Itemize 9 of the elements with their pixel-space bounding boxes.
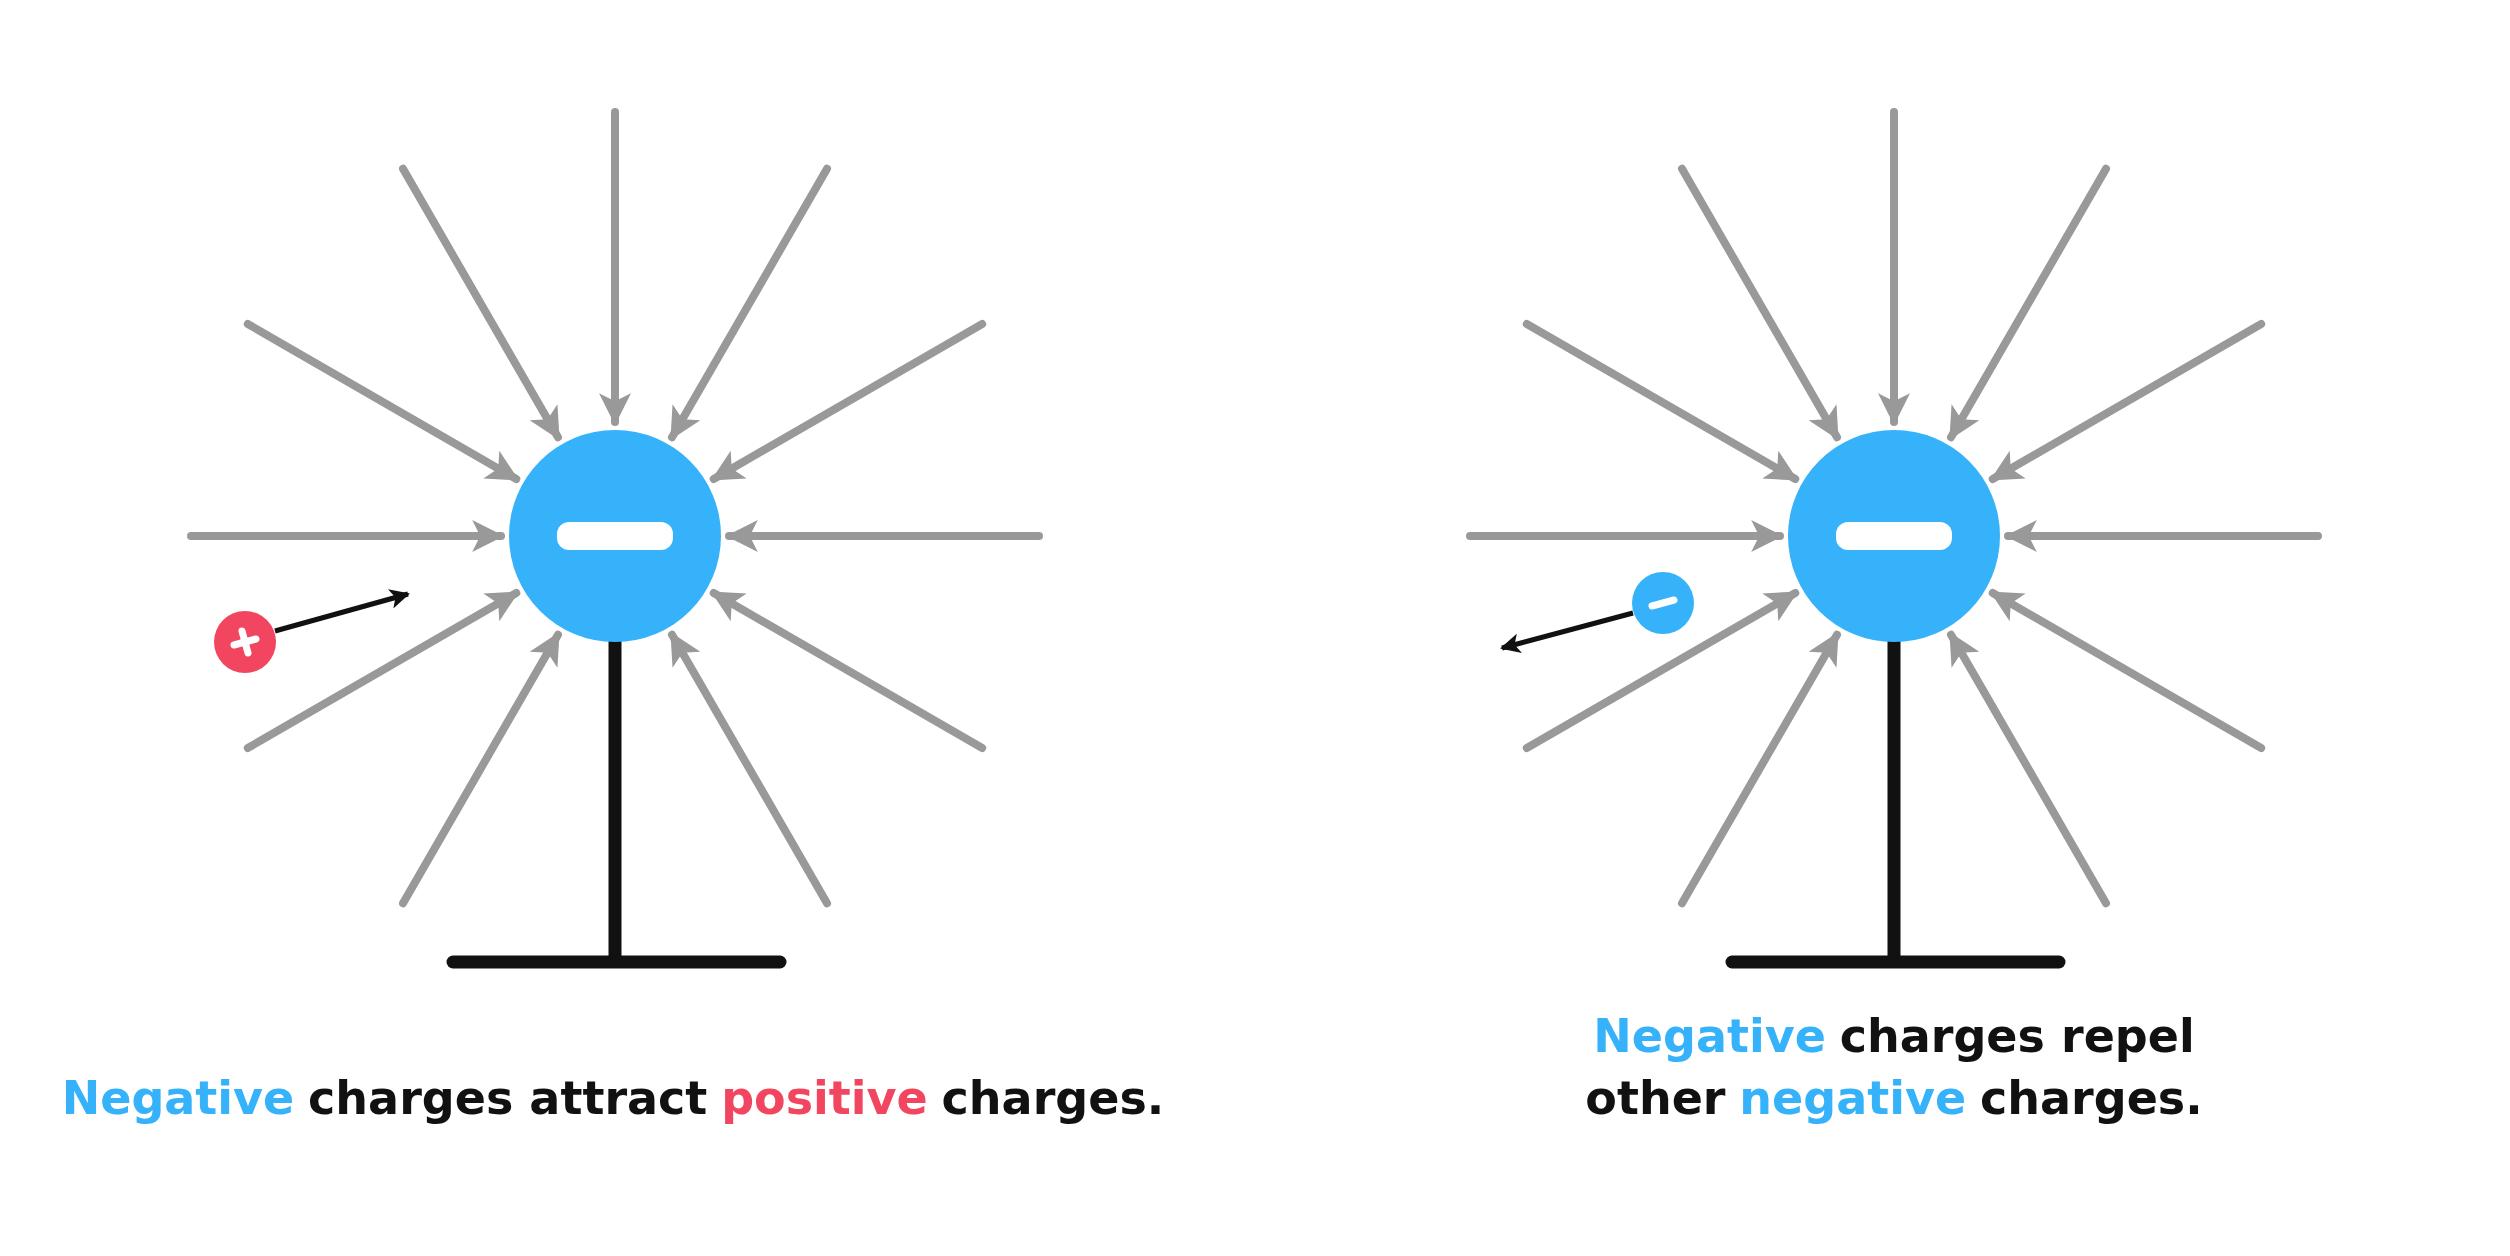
caption-text: other (1585, 1071, 1726, 1125)
caption-text: charges attract (308, 1071, 708, 1125)
caption-text: positive (721, 1071, 928, 1125)
caption-text: Negative (1593, 1009, 1826, 1063)
caption-text: charges. (1980, 1071, 2203, 1125)
caption-text: charges repel (1839, 1009, 2195, 1063)
caption-text: Negative (61, 1071, 295, 1125)
caption-text: charges. (941, 1071, 1165, 1125)
caption-text: negative (1739, 1071, 1967, 1125)
